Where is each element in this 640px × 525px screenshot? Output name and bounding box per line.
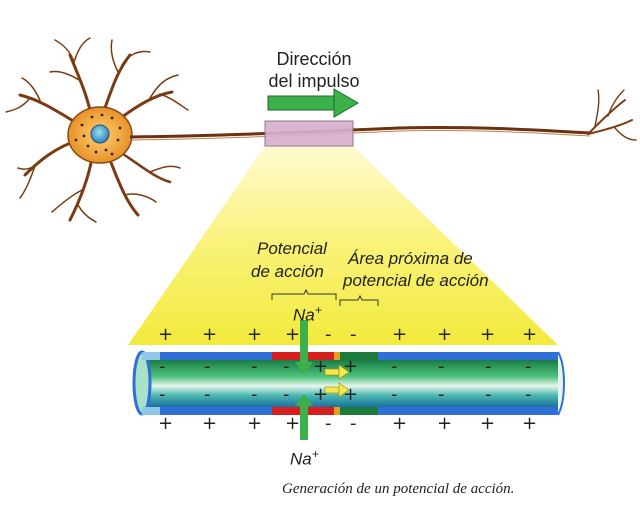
charge-symbol: - [204,356,211,377]
charge-symbol: + [480,324,496,345]
charge-symbol: + [285,324,301,345]
charge-symbol: + [522,413,538,434]
charge-symbol: - [251,384,258,405]
area-brace [339,294,379,306]
area-label-line1: Área próxima de [348,249,473,268]
charge-symbol: + [202,324,218,345]
charge-symbol: + [313,356,329,377]
charge-symbol: + [480,413,496,434]
charge-symbol: + [343,384,359,405]
direction-label-line2: del impulso [268,71,360,91]
direction-arrow [267,88,359,118]
charge-symbol: + [158,413,174,434]
charge-symbol: + [437,324,453,345]
charge-symbol: + [247,413,263,434]
charge-symbol: - [485,356,492,377]
sodium-symbol-bottom: Na [290,449,312,469]
next-region-top [340,352,378,360]
sodium-symbol-top: Na [293,305,315,325]
axon [129,125,591,139]
highlighted-axon-segment [264,120,354,147]
charge-symbol: - [350,324,357,345]
charge-symbol: + [285,413,301,434]
potential-brace [271,288,337,300]
charge-symbol: - [391,356,398,377]
charge-symbol: + [247,324,263,345]
charge-symbol: + [437,413,453,434]
charge-symbol: + [392,324,408,345]
charge-symbol: - [283,356,290,377]
sodium-charge-top: + [314,303,322,317]
charge-symbol: + [522,324,538,345]
charge-symbol: - [283,384,290,405]
charge-symbol: + [313,384,329,405]
axon-terminals [587,89,637,141]
charge-symbol: + [202,413,218,434]
local-current-arrows [324,364,350,398]
charge-symbol: - [438,356,445,377]
sodium-label-bottom: Na+ [290,444,319,470]
charge-symbol: - [251,356,258,377]
neuron-nucleus [90,124,110,144]
charge-symbol: - [525,384,532,405]
next-region-bottom [340,407,378,415]
charge-symbol: + [158,324,174,345]
potential-label-line2: de acción [251,262,324,281]
figure-caption: Generación de un potencial de acción. [282,481,515,497]
charge-symbol: - [391,384,398,405]
sodium-influx-arrows [295,320,313,440]
charge-symbol: - [159,384,166,405]
charge-symbol: - [525,356,532,377]
potential-label-line1: Potencial [257,239,327,258]
charge-symbol: - [350,413,357,434]
charge-symbol: - [485,384,492,405]
charge-symbol: + [343,356,359,377]
magnified-region-field [128,146,558,345]
charge-symbol: - [325,324,332,345]
direction-label-line1: Dirección [276,49,352,69]
charge-symbol: - [159,356,166,377]
charge-symbol: + [392,413,408,434]
sodium-charge-bottom: + [311,447,319,461]
area-label-line2: potencial de acción [343,271,489,290]
soma-granules [74,113,122,156]
charge-symbol: - [325,413,332,434]
sodium-label-top: Na+ [293,300,322,326]
charge-symbol: - [438,384,445,405]
charge-symbol: - [204,384,211,405]
